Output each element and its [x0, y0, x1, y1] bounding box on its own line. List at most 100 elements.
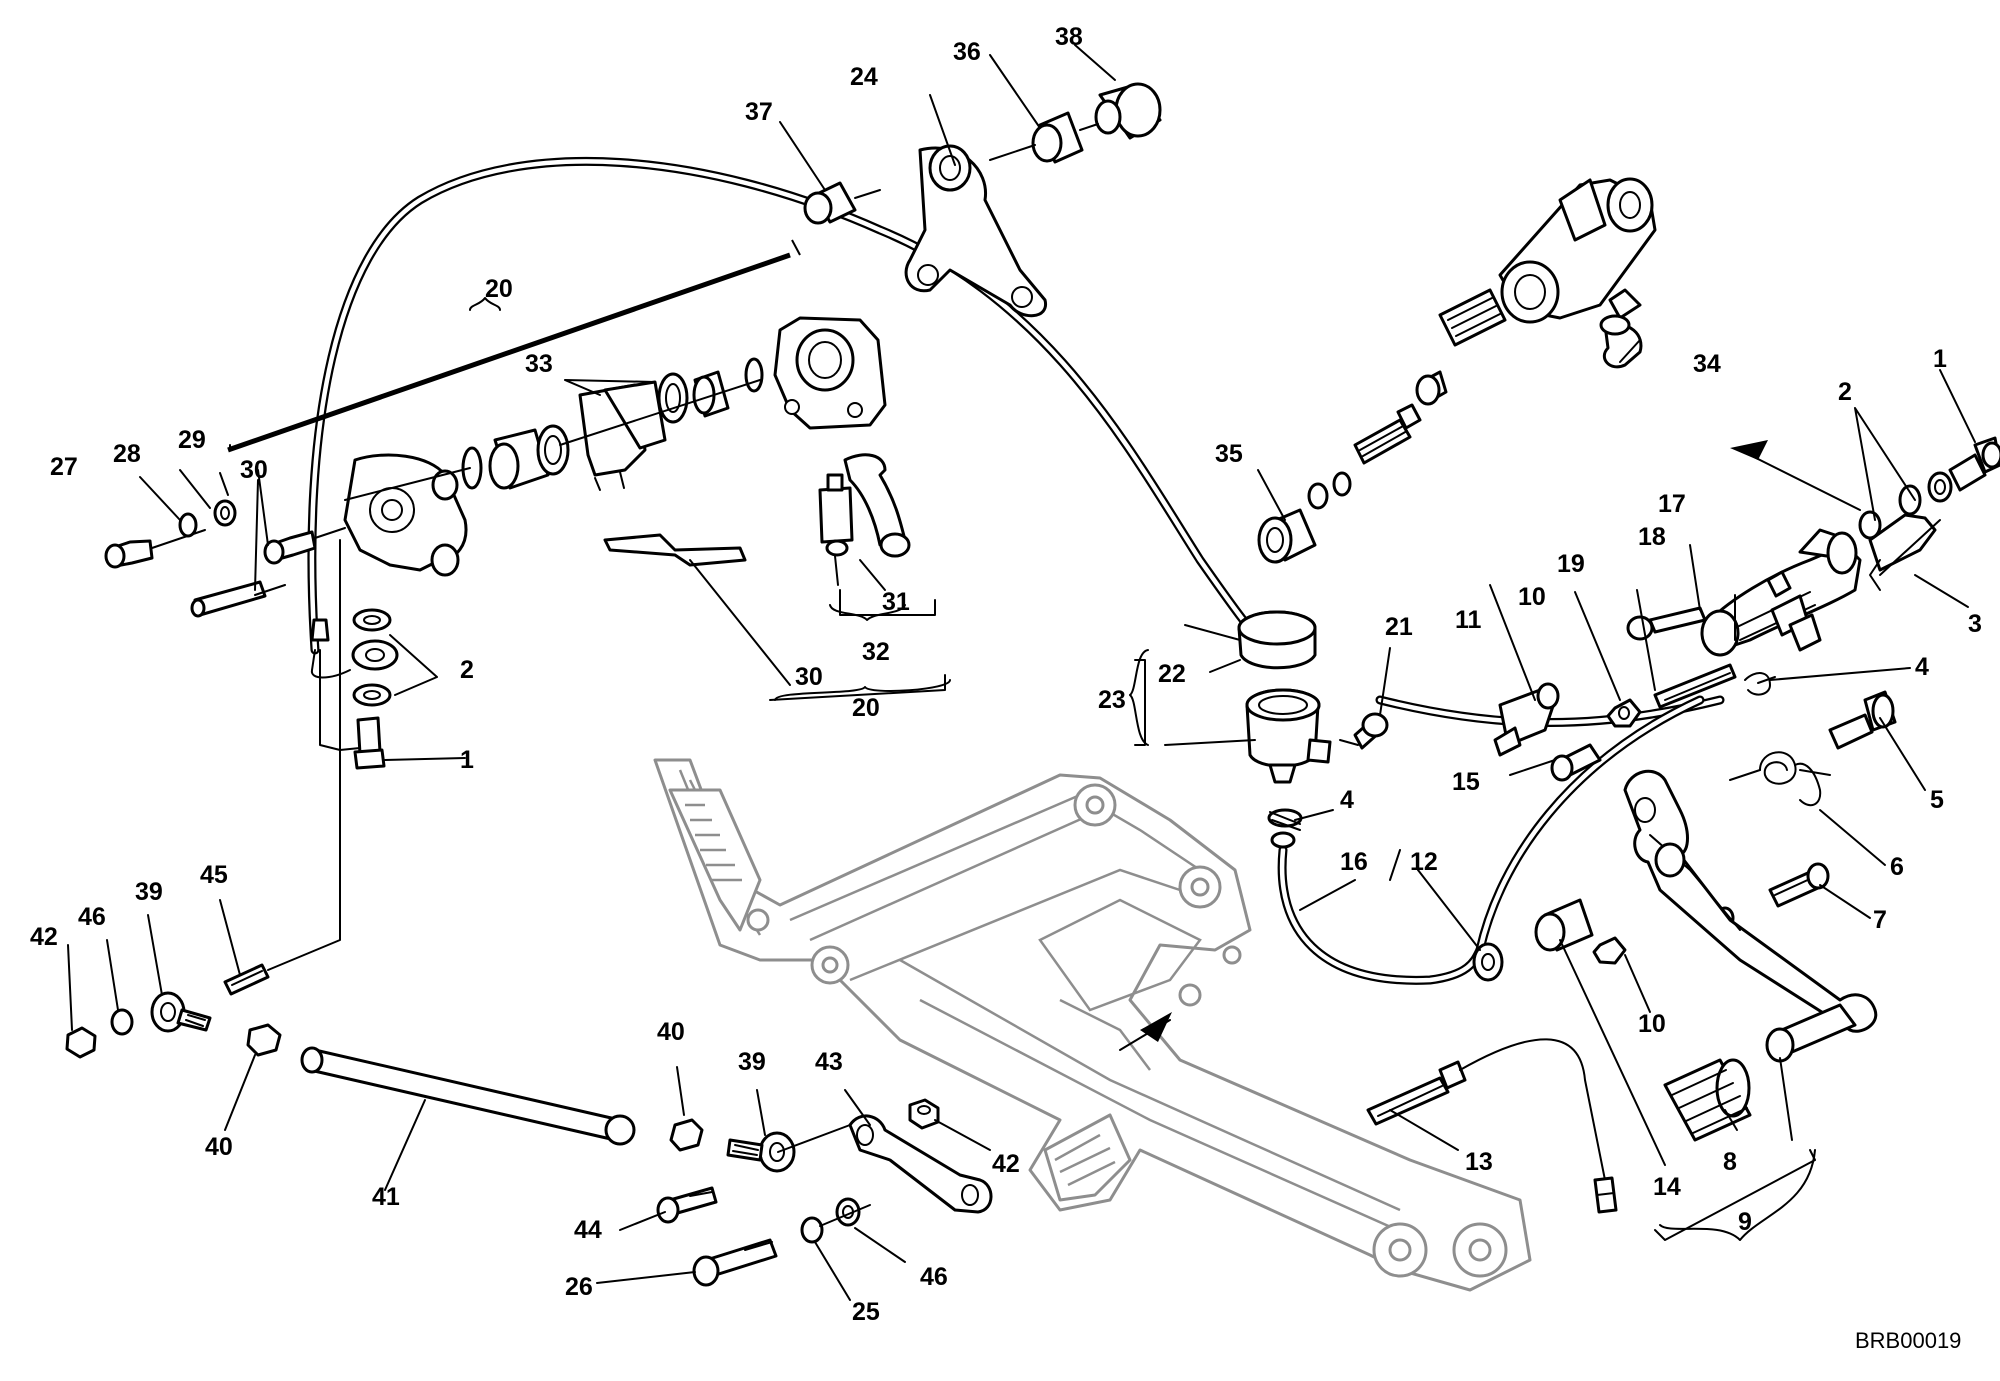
spacer-37 — [803, 181, 881, 225]
reservoir-hose — [1277, 695, 1705, 985]
label-20-bottom: 20 — [852, 694, 880, 722]
pad-spring-30 — [603, 533, 747, 567]
label-18: 18 — [1638, 523, 1666, 551]
pedal-rubber-8 — [1663, 1058, 1752, 1142]
label-34: 34 — [1693, 350, 1721, 378]
banjo-washers-2 — [351, 608, 399, 707]
label-23: 23 — [1098, 686, 1126, 714]
label-22: 22 — [1158, 660, 1186, 688]
label-17: 17 — [1658, 490, 1686, 518]
label-6: 6 — [1890, 853, 1904, 881]
nut-42-left — [65, 1026, 97, 1059]
link-plate-43 — [848, 1114, 993, 1214]
label-8: 8 — [1723, 1148, 1737, 1176]
nut-42-right — [908, 1098, 940, 1130]
piston-spring — [1415, 288, 1507, 406]
hose-fitting-34 — [1599, 314, 1643, 369]
bolt-18 — [1626, 606, 1707, 641]
part-labels: 38 36 24 37 20 33 34 1 2 35 27 28 29 30 … — [30, 23, 1982, 1326]
bolt-26 — [692, 1238, 778, 1287]
screw-7 — [1715, 862, 1830, 930]
label-45: 45 — [200, 861, 228, 889]
master-cylinder-body — [1498, 177, 1657, 324]
label-40-top: 40 — [657, 1018, 685, 1046]
label-35: 35 — [1215, 440, 1243, 468]
footpeg-knurl — [668, 788, 1132, 1202]
bush-36 — [989, 111, 1084, 164]
label-12: 12 — [1410, 848, 1438, 876]
label-4-mid: 4 — [1340, 786, 1354, 814]
label-7: 7 — [1873, 906, 1887, 934]
label-15: 15 — [1452, 768, 1480, 796]
label-39-right: 39 — [738, 1048, 766, 1076]
label-32: 32 — [862, 638, 890, 666]
caliper-bolt-27 — [104, 529, 206, 569]
rod-end-39-left — [150, 991, 212, 1033]
label-2-left: 2 — [460, 656, 474, 684]
label-42-right: 42 — [992, 1150, 1020, 1178]
label-29: 29 — [178, 426, 206, 454]
nut-40-right — [669, 1118, 704, 1152]
washer-12 — [1472, 942, 1504, 982]
caliper-pin-30 — [190, 580, 267, 618]
bush-38 — [1079, 82, 1162, 140]
label-10-bottom: 10 — [1638, 1010, 1666, 1038]
pivot-bolt-5 — [1828, 690, 1897, 750]
label-38: 38 — [1055, 23, 1083, 51]
caliper-bolt — [263, 527, 346, 565]
nut-10-upper — [1606, 698, 1642, 728]
label-36: 36 — [953, 38, 981, 66]
clevis-pin-15 — [1550, 743, 1602, 782]
nut-40-left — [246, 1023, 282, 1057]
label-10-top: 10 — [1518, 583, 1546, 611]
label-46-left: 46 — [78, 903, 106, 931]
bleed-valve-31 — [818, 453, 911, 586]
reservoir-23 — [1245, 688, 1332, 784]
footrest-bracket — [653, 758, 1532, 1292]
label-27: 27 — [50, 453, 78, 481]
label-39-left: 39 — [135, 878, 163, 906]
label-1-top: 1 — [1933, 345, 1947, 373]
reservoir-cap-22 — [1237, 610, 1317, 670]
bolt-44 — [656, 1186, 718, 1224]
washer-46-left — [110, 1008, 134, 1036]
label-11: 11 — [1455, 606, 1482, 634]
brake-pedal — [1623, 769, 1878, 1063]
label-37: 37 — [745, 98, 773, 126]
label-3: 3 — [1968, 610, 1982, 638]
label-30-mid: 30 — [795, 663, 823, 691]
label-41: 41 — [372, 1183, 400, 1211]
label-16: 16 — [1340, 848, 1368, 876]
label-21: 21 — [1385, 613, 1413, 641]
washer-25 — [800, 1216, 824, 1244]
label-44: 44 — [574, 1216, 602, 1244]
label-19: 19 — [1557, 550, 1585, 578]
bolt-1-right — [1948, 436, 2000, 492]
banjo-3 — [1868, 513, 1941, 591]
screw-21 — [1339, 712, 1389, 750]
washers-2-right — [1858, 471, 1953, 540]
drawing-code: BRB00019 — [1855, 1328, 1961, 1353]
stud-45 — [223, 539, 341, 996]
washer-29 — [213, 499, 237, 527]
caliper-carrier — [773, 316, 887, 430]
label-30-left: 30 — [240, 456, 268, 484]
label-4-right: 4 — [1915, 653, 1929, 681]
label-24: 24 — [850, 63, 878, 91]
pushrod-19 — [1653, 663, 1737, 709]
nut-10-lower — [1592, 936, 1627, 965]
label-5: 5 — [1930, 786, 1944, 814]
brake-pads-33 — [578, 380, 667, 491]
label-33: 33 — [525, 350, 553, 378]
banjo-bolt-1 — [353, 716, 386, 770]
washer-28 — [178, 512, 198, 538]
label-28: 28 — [113, 440, 141, 468]
group-braces — [229, 297, 1816, 1241]
clevis-11 — [1493, 682, 1560, 757]
brake-light-switch-13 — [1366, 1038, 1618, 1214]
return-spring-6 — [1729, 751, 1831, 807]
rod-end-39-right — [726, 1131, 796, 1173]
label-13: 13 — [1465, 1148, 1493, 1176]
label-43: 43 — [815, 1048, 843, 1076]
label-1-left: 1 — [460, 746, 474, 774]
